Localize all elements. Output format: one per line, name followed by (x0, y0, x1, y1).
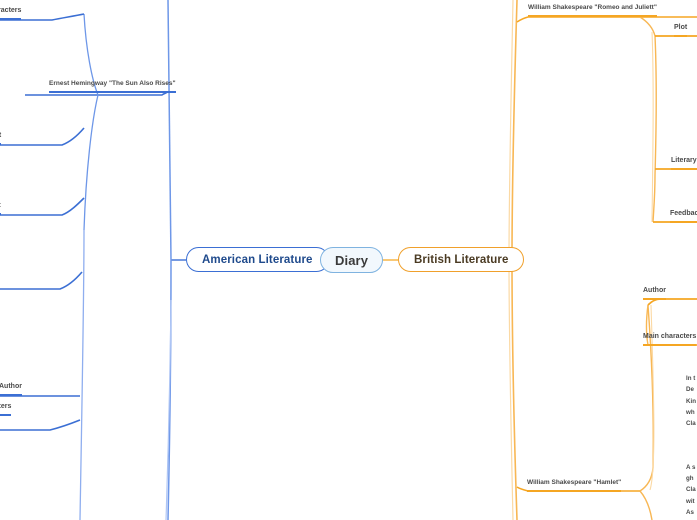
body-paragraph: A s gh Cla wit As cor (686, 463, 696, 515)
body-text-hamlet-summary: In t De Kin wh Cla A s gh Cla wit As cor… (686, 350, 697, 515)
node-hemingway-sun-also-rises[interactable]: Ernest Hemingway "The Sun Also Rises" (49, 79, 176, 93)
node-american-literature[interactable]: American Literature (186, 247, 329, 272)
leaf-left-characters[interactable]: characters (0, 6, 22, 20)
node-shakespeare-hamlet[interactable]: William Shakespeare "Hamlet" (527, 478, 622, 492)
node-british-literature[interactable]: British Literature (398, 247, 525, 272)
leaf-left-plot[interactable]: Plot (0, 131, 2, 145)
body-paragraph: In t De Kin wh Cla (686, 374, 696, 428)
node-root-diary[interactable]: Diary (320, 247, 384, 273)
leaf-right-author[interactable]: Author (643, 286, 666, 300)
leaf-right-feedback[interactable]: Feedbac (670, 209, 697, 223)
leaf-left-author[interactable]: Author (0, 382, 22, 396)
leaf-right-literary[interactable]: Literary (671, 156, 697, 170)
leaf-left-assessment[interactable]: ment (0, 201, 1, 215)
leaf-left-main-characters[interactable]: racters (0, 402, 12, 416)
leaf-right-plot[interactable]: Plot (674, 23, 688, 37)
leaf-right-main-characters[interactable]: Main characters (643, 332, 697, 346)
node-shakespeare-romeo-and-juliett[interactable]: William Shakespeare "Romeo and Juliett" (528, 3, 657, 17)
